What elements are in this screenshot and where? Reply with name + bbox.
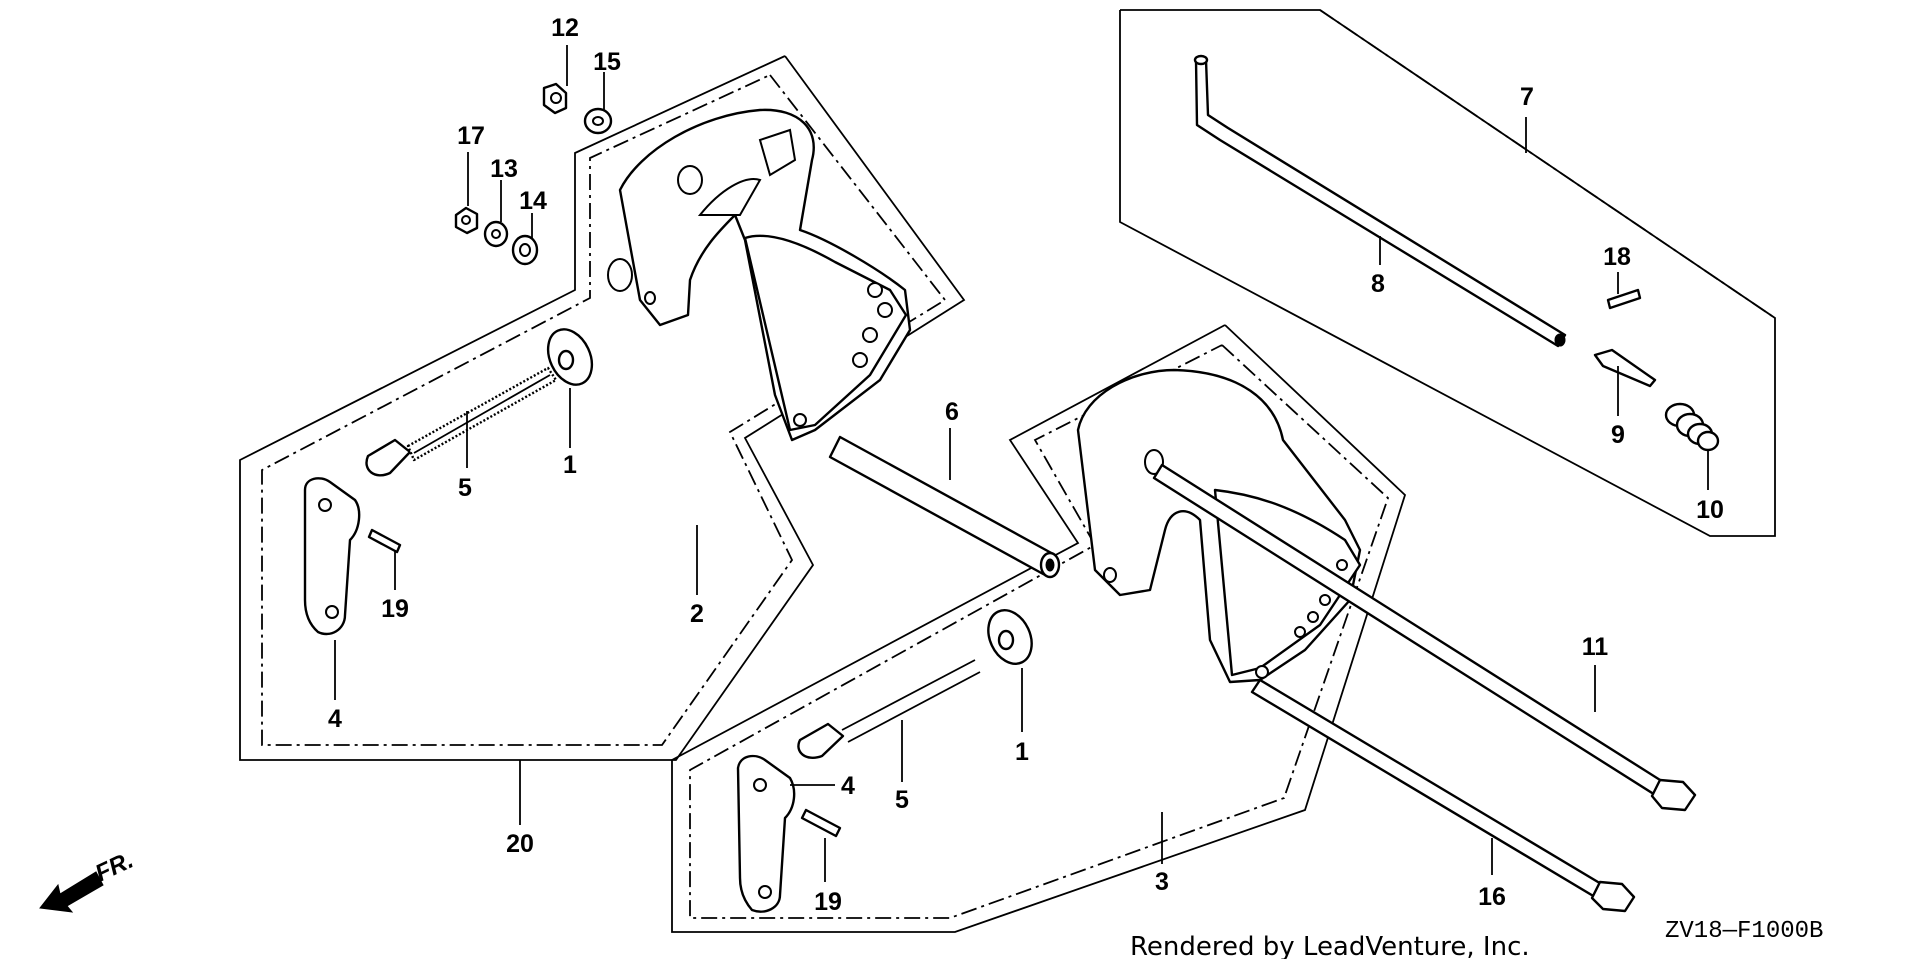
callout-11: 11 [1582, 633, 1609, 661]
clamp-plate-4-left [303, 477, 361, 636]
tube-6 [828, 435, 1061, 579]
callout-8: 8 [1371, 270, 1385, 298]
washer-1-right [987, 609, 1033, 665]
callout-3: 3 [1155, 868, 1169, 896]
bolt-16 [1250, 678, 1636, 913]
callout-4-right: 4 [841, 772, 855, 800]
callout-10: 10 [1696, 496, 1724, 524]
washer-1-left [546, 328, 594, 386]
washer-15 [583, 107, 613, 135]
callout-2: 2 [690, 600, 704, 628]
leader-lines [334, 45, 1709, 882]
nut-12 [542, 82, 568, 115]
credit-text: Rendered by LeadVenture, Inc. [1130, 932, 1530, 959]
callout-19-left: 19 [381, 595, 409, 623]
bolt-11 [1152, 463, 1697, 812]
callout-1-right: 1 [1015, 738, 1029, 766]
callout-20: 20 [506, 830, 534, 858]
callout-16: 16 [1478, 883, 1506, 911]
callout-15: 15 [593, 48, 621, 76]
lever-rod-8 [1193, 54, 1567, 348]
callout-1-left: 1 [563, 451, 577, 479]
clamp-screw-5-left [365, 366, 558, 477]
washer-13 [483, 220, 509, 248]
diagram-code: ZV18—F1000B [1665, 918, 1823, 945]
nut-17 [454, 206, 479, 235]
callout-5-left: 5 [458, 474, 472, 502]
washer-14 [511, 234, 539, 266]
callout-17: 17 [457, 122, 485, 150]
spring-10 [1664, 402, 1720, 452]
callout-13: 13 [490, 155, 518, 183]
pin-18 [1606, 288, 1642, 310]
callout-18: 18 [1603, 243, 1631, 271]
group-outline-7-dash [1319, 9, 1776, 319]
left-clamp-bracket [607, 108, 912, 442]
clamp-screw-5-right [797, 659, 981, 759]
callout-9: 9 [1611, 421, 1625, 449]
callout-5-right: 5 [895, 786, 909, 814]
lock-pin-9 [1593, 348, 1657, 388]
callout-14: 14 [519, 187, 547, 215]
group-outline-20 [239, 55, 966, 761]
callout-12: 12 [551, 14, 579, 42]
callout-7: 7 [1520, 83, 1534, 111]
front-arrow-icon [39, 871, 104, 913]
pin-19-right [800, 808, 842, 838]
clamp-plate-4-right [736, 754, 796, 913]
callout-6: 6 [945, 398, 959, 426]
right-clamp-bracket [1076, 368, 1362, 684]
callout-4-left: 4 [328, 705, 342, 733]
callout-19-right: 19 [814, 888, 842, 916]
pin-19-left [367, 528, 402, 554]
